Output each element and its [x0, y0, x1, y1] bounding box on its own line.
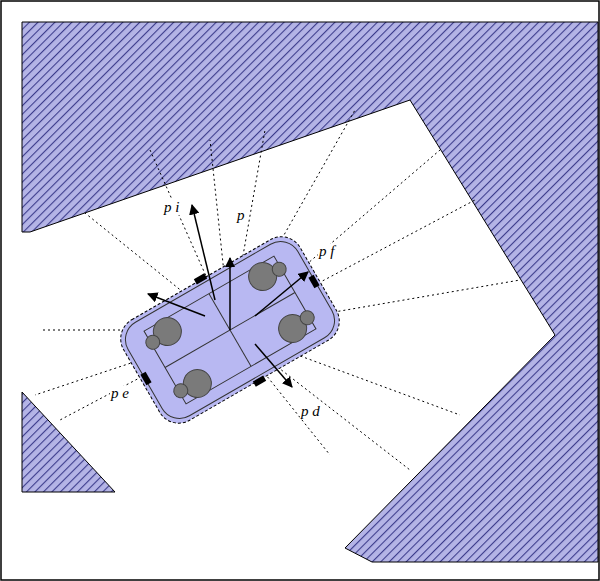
sensor-rays	[35, 110, 520, 470]
force-label: p d	[300, 404, 321, 419]
force-label: p f	[318, 244, 335, 259]
force-label: p i	[163, 200, 180, 215]
vectors	[148, 205, 308, 387]
robot	[111, 225, 350, 434]
force-label: p	[236, 208, 246, 223]
force-label: p e	[110, 386, 130, 401]
obstacle	[22, 392, 115, 492]
obstacle	[22, 22, 598, 562]
